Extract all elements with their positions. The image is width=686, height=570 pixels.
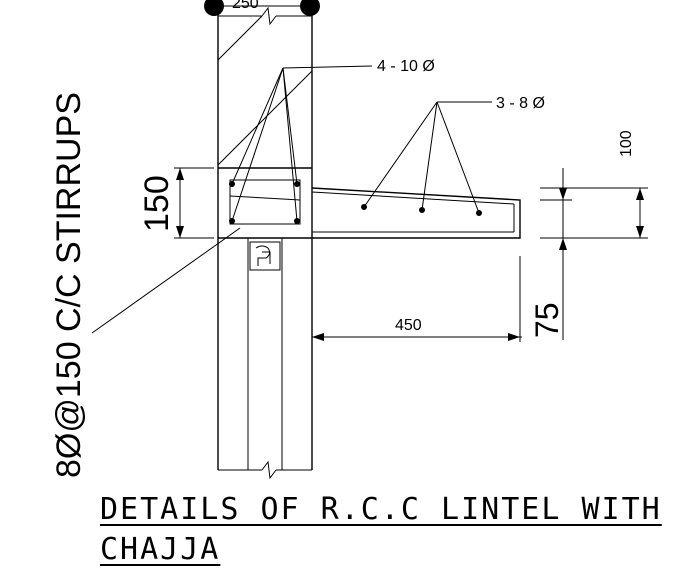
stirrup-leader bbox=[91, 227, 241, 334]
lintel-depth-label: 150 bbox=[138, 175, 176, 232]
dim-100 bbox=[540, 187, 648, 239]
edge-depth-label: 75 bbox=[529, 302, 565, 338]
distribution-bars bbox=[361, 101, 492, 216]
top-width-label: 250 bbox=[232, 0, 259, 12]
projection-label: 450 bbox=[395, 317, 422, 334]
title-line-1: DETAILS OF R.C.C LINTEL WITH bbox=[100, 492, 662, 527]
main-bars-label: 4 - 10 Ø bbox=[377, 58, 435, 75]
stirrups-label: 8Ø@150 C/C STIRRUPS bbox=[50, 92, 88, 478]
window-frame bbox=[247, 238, 283, 470]
dist-bars-label: 3 - 8 Ø bbox=[496, 95, 545, 112]
wall-outline bbox=[217, 0, 313, 480]
top-dimension bbox=[204, 0, 320, 16]
main-bars bbox=[229, 65, 373, 224]
wall-hatch bbox=[217, 15, 313, 166]
chajja bbox=[311, 187, 521, 239]
dim-450 bbox=[312, 256, 522, 342]
dim-75 bbox=[540, 168, 572, 340]
title-line-2: CHAJJA bbox=[100, 532, 221, 567]
lintel-section bbox=[218, 167, 312, 239]
root-depth-label: 100 bbox=[618, 130, 635, 157]
dim-150 bbox=[174, 167, 214, 239]
